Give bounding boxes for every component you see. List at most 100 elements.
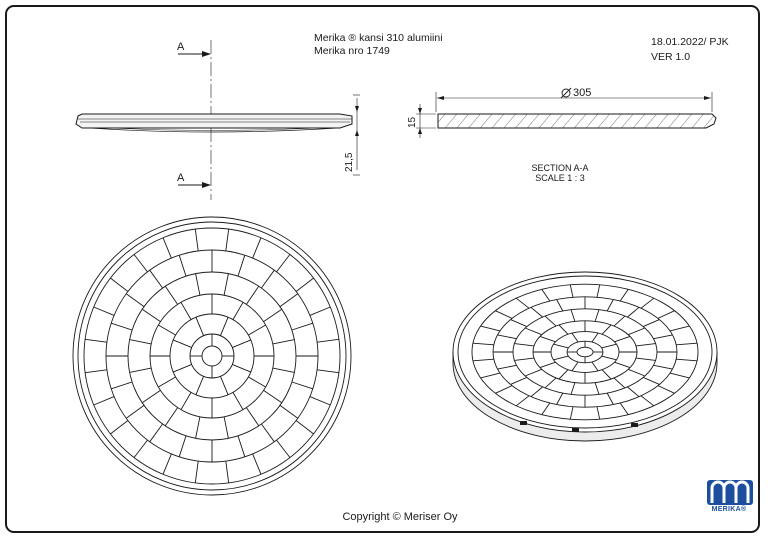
grate-bar [601, 355, 617, 361]
grate-bar [544, 377, 557, 389]
drawing-border [5, 5, 760, 533]
grate-bar [472, 358, 494, 362]
grate-bar [291, 381, 313, 390]
grate-bar [158, 376, 176, 388]
grate-bar [295, 277, 314, 292]
grate-bar [657, 385, 675, 394]
grate-bar [556, 299, 564, 312]
grate-bar [653, 364, 673, 370]
grate-bar [601, 343, 617, 349]
grate-bar [553, 343, 569, 349]
grate-inner-rim [77, 221, 347, 491]
grate-bar [232, 363, 251, 373]
grate-bar [635, 357, 656, 361]
grate-bar [246, 285, 260, 305]
grate-bar [178, 255, 187, 277]
grate-bar [591, 361, 599, 372]
grate-bar [276, 254, 291, 273]
grate-bar [539, 335, 556, 343]
lid-side-profile [75, 113, 353, 129]
grate-bar [133, 254, 148, 273]
grate-bar [601, 324, 612, 335]
grate-bar [317, 338, 339, 343]
grate-bar [133, 439, 148, 458]
grate-bar [497, 364, 517, 370]
grate-bar [252, 237, 262, 259]
grate-bar [640, 297, 655, 309]
grate-bar [480, 325, 501, 332]
isometric-grate [452, 271, 718, 442]
grate-bar [162, 237, 172, 259]
grate-bar [110, 420, 129, 435]
grate-ring [105, 249, 319, 463]
grate-bar [628, 368, 646, 377]
grate-outer-rim [72, 216, 352, 496]
grate-bar [252, 453, 262, 475]
grate-bar [178, 435, 187, 457]
grate-bar [85, 369, 107, 374]
grate-bar [295, 420, 314, 435]
grate-bar [594, 309, 600, 322]
grate-bar [614, 335, 631, 343]
grate-bar [263, 390, 283, 404]
grate-bar [129, 339, 152, 345]
grate-ring [201, 345, 223, 367]
grate-bar [125, 293, 145, 307]
grate-bar [627, 306, 640, 318]
grate-bar [195, 317, 205, 336]
thickness-dimension-label: 15 [407, 116, 418, 128]
grate-bar [643, 376, 660, 385]
grate-bar [162, 453, 172, 475]
grate-bar [219, 376, 229, 395]
height-dimension-label: 21,5 [344, 152, 355, 172]
grate-bar [272, 367, 295, 373]
grate-bar [643, 319, 660, 328]
grate-bar [194, 229, 199, 251]
product-number: Merika nro 1749 [314, 45, 390, 57]
grate-bar [613, 377, 626, 389]
grate-bar [619, 289, 629, 302]
section-marker-top: A [177, 41, 185, 53]
product-title: Merika ® kansi 310 alumiini [314, 32, 443, 44]
grate-bar [657, 310, 675, 319]
grate-bar [219, 317, 229, 336]
grate-bar [524, 368, 542, 377]
grate-bar [495, 385, 513, 394]
grate-bar [129, 367, 152, 373]
section-title: SECTION A-A [531, 163, 589, 173]
grate-bar [195, 416, 201, 439]
grate-bar [627, 386, 640, 398]
grate-bar [653, 334, 673, 340]
grate-bar [261, 269, 275, 289]
section-marker-bottom: A [177, 172, 185, 184]
top-view-grate [72, 216, 352, 496]
grate-bar [110, 277, 129, 292]
grate-bar [669, 325, 690, 332]
grate-bar [317, 369, 339, 374]
version-label: VER 1.0 [651, 51, 691, 63]
grate-bar [676, 342, 698, 346]
grate-bar [246, 407, 260, 427]
grate-bar [225, 229, 230, 251]
grate-bar [164, 407, 178, 427]
grate-bar [173, 339, 192, 349]
grate-bar [111, 322, 133, 331]
grate-bar [614, 361, 631, 369]
grate-bar [164, 285, 178, 305]
grate-bar [530, 386, 543, 398]
logo-wordmark: MERIKA® [711, 506, 747, 513]
grate-bar [553, 355, 569, 361]
grate-bar [594, 382, 600, 395]
grate-bar [635, 343, 656, 347]
grate-bar [141, 308, 161, 322]
grate-bar [279, 293, 299, 307]
grate-bar [232, 339, 251, 349]
grate-bar [515, 395, 530, 407]
grate-bar [530, 306, 543, 318]
grate-bar [291, 322, 313, 331]
grate-bar [606, 299, 614, 312]
grate-bar [571, 332, 579, 343]
grate-bar [570, 309, 576, 322]
